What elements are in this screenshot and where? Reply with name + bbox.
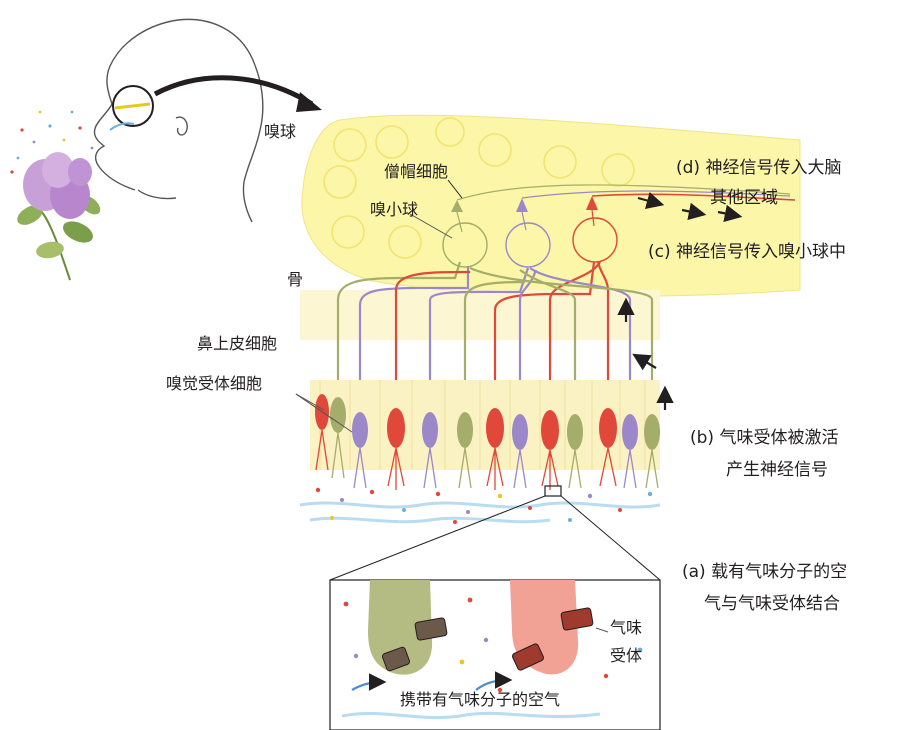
label-step-b-line2: 产生神经信号: [726, 462, 828, 479]
label-receptor-cell: 嗅觉受体细胞: [166, 376, 262, 392]
lilac-flower-icon: [14, 152, 104, 280]
label-air-with-molecules: 携带有气味分子的空气: [400, 692, 560, 708]
bone-layer: [300, 290, 660, 340]
label-odor-receptor-line1: 气味: [610, 620, 642, 636]
label-step-d-line2: 其他区域: [710, 190, 778, 207]
label-bone: 骨: [287, 272, 303, 288]
airflow-streams: [300, 503, 660, 522]
inset-guide-right: [561, 496, 660, 580]
label-step-a-line2: 气与气味受体结合: [704, 596, 840, 613]
label-mitral-cell: 僧帽细胞: [384, 164, 448, 180]
label-step-c: (c) 神经信号传入嗅小球中: [648, 244, 846, 261]
label-olfactory-bulb: 嗅球: [264, 124, 296, 140]
label-step-d-line1: (d) 神经信号传入大脑: [676, 160, 841, 177]
label-epithelial-cell: 鼻上皮细胞: [197, 336, 277, 352]
inset-marker: [545, 486, 561, 496]
label-odor-receptor-line2: 受体: [610, 648, 642, 664]
inset-guide-left: [330, 496, 545, 580]
label-step-a-line1: (a) 载有气味分子的空: [682, 564, 847, 581]
zoom-arrow-head: [296, 92, 322, 112]
label-glomerulus: 嗅小球: [370, 202, 418, 218]
olfactory-region-mark: [115, 104, 150, 108]
zoom-arrow: [155, 78, 312, 104]
label-step-b-line1: (b) 气味受体被激活: [690, 430, 838, 447]
